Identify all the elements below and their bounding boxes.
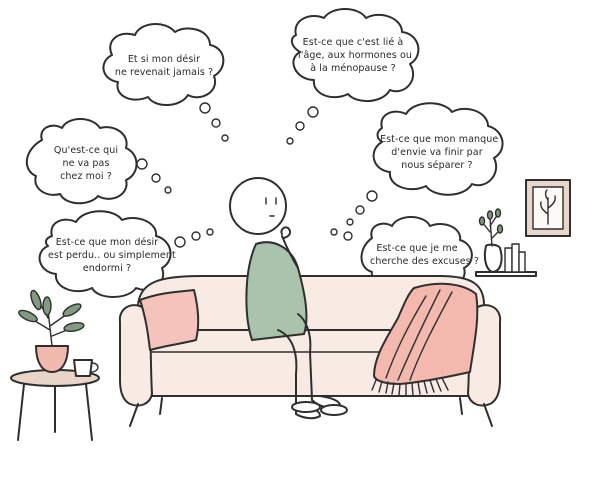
thought-text-age-hormones: Est-ce que c'est lié à l'âge, aux hormon… [298, 37, 412, 74]
thought-bubble-lost-or-asleep [38, 210, 214, 298]
thought-bubble-whats-wrong [26, 118, 172, 205]
side-table [10, 369, 100, 441]
coffee-mug [73, 359, 99, 377]
thought-text-whats-wrong: Qu'est-ce qui ne va pas chez moi ? [53, 145, 119, 182]
shelf-vase-with-branches [478, 208, 504, 273]
thought-text-excuses: Est-ce que je me cherche des excuses ? [370, 243, 480, 267]
wall-shelf [475, 243, 537, 277]
thought-text-desire-return: Et si mon désir ne revenait jamais ? [114, 54, 214, 78]
thought-text-separation: Est-ce que mon manque d'envie va finir p… [380, 134, 499, 171]
wall-picture-frame [525, 179, 571, 237]
throw-pillow [139, 289, 200, 351]
throw-blanket [371, 282, 479, 397]
thought-bubble-age-hormones [286, 8, 420, 145]
thought-text-lost-or-asleep: Est-ce que mon désir est perdu.. ou simp… [48, 237, 176, 274]
potted-plant [18, 289, 85, 373]
thinking-person [229, 177, 348, 420]
thought-bubble-separation [346, 102, 504, 226]
thought-bubble-desire-return [102, 23, 229, 142]
